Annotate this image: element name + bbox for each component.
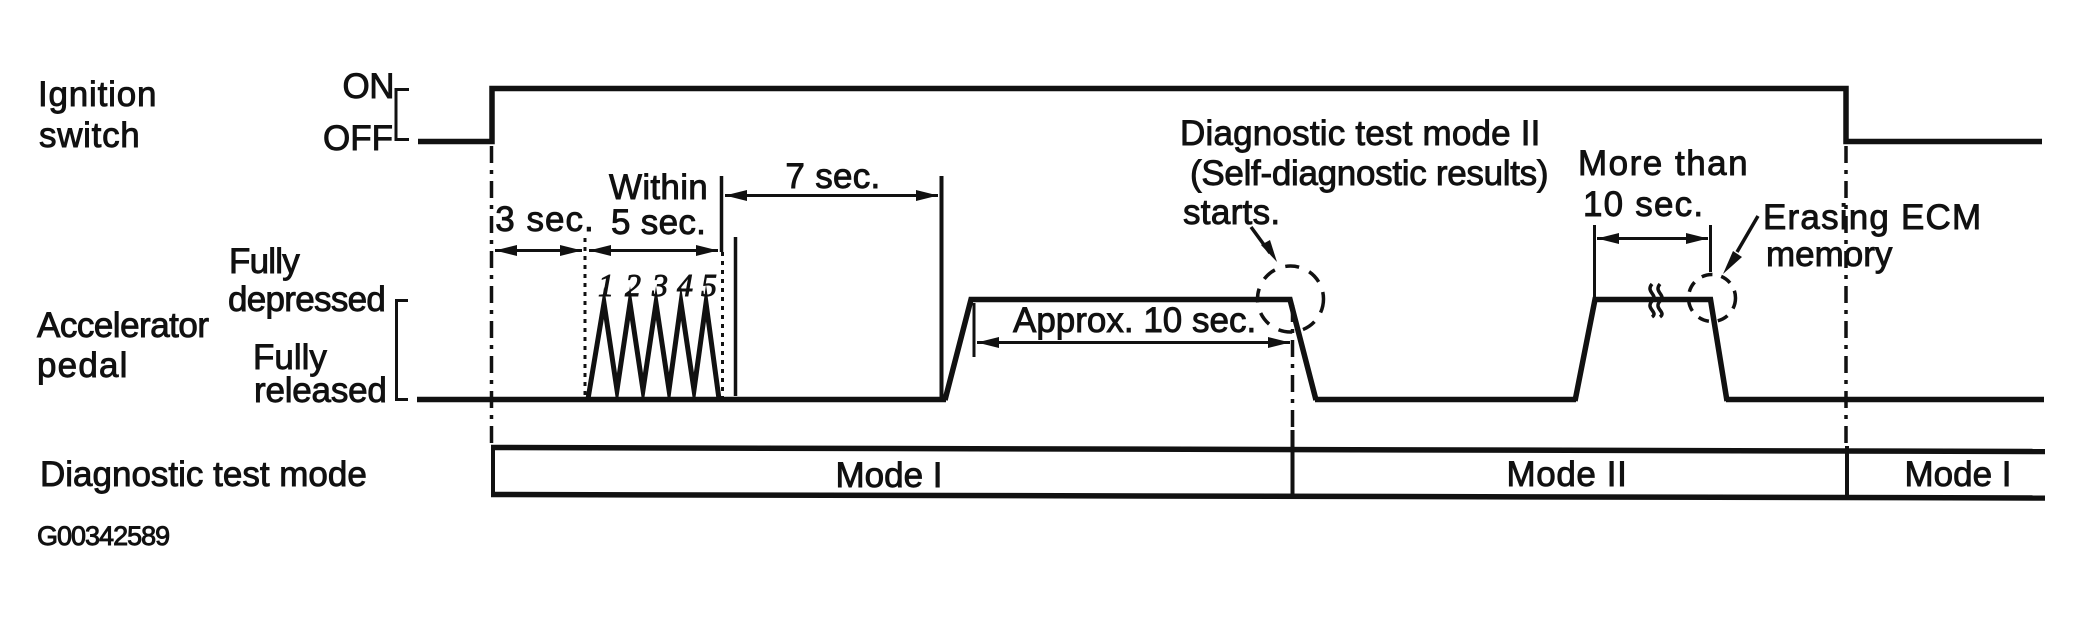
svg-text:Mode I: Mode I — [1905, 455, 2012, 494]
svg-text:7 sec.: 7 sec. — [785, 157, 880, 196]
svg-text:OFF: OFF — [323, 119, 393, 158]
svg-text:Diagnostic test mode II: Diagnostic test mode II — [1180, 114, 1541, 153]
svg-text:1: 1 — [598, 267, 614, 303]
svg-text:Erasing ECM: Erasing ECM — [1763, 198, 1982, 237]
svg-text:pedal: pedal — [37, 346, 129, 385]
svg-text:2: 2 — [625, 267, 641, 303]
svg-text:5: 5 — [701, 267, 717, 303]
svg-text:Fully: Fully — [229, 242, 300, 281]
svg-text:Mode II: Mode II — [1507, 455, 1628, 494]
svg-text:Diagnostic test mode: Diagnostic test mode — [40, 455, 367, 494]
svg-text:Mode I: Mode I — [836, 456, 943, 495]
svg-text:4: 4 — [677, 267, 693, 303]
svg-text:released: released — [254, 371, 387, 410]
svg-text:Accelerator: Accelerator — [37, 306, 209, 345]
svg-text:starts.: starts. — [1183, 193, 1280, 232]
svg-text:10 sec.: 10 sec. — [1583, 185, 1704, 224]
svg-text:3: 3 — [651, 267, 668, 303]
svg-text:ON: ON — [343, 67, 395, 106]
svg-text:5 sec.: 5 sec. — [611, 203, 706, 242]
svg-text:G00342589: G00342589 — [37, 521, 169, 551]
svg-text:Fully: Fully — [253, 338, 327, 377]
svg-text:memory: memory — [1766, 235, 1893, 274]
svg-text:depressed: depressed — [228, 280, 385, 319]
svg-text:switch: switch — [39, 116, 140, 155]
svg-text:Approx. 10 sec.: Approx. 10 sec. — [1013, 301, 1256, 340]
svg-text:3 sec.: 3 sec. — [495, 200, 594, 239]
svg-text:Ignition: Ignition — [38, 75, 157, 114]
svg-text:(Self-diagnostic results): (Self-diagnostic results) — [1190, 154, 1548, 193]
svg-text:More than: More than — [1578, 144, 1749, 183]
svg-text:Within: Within — [609, 168, 708, 207]
